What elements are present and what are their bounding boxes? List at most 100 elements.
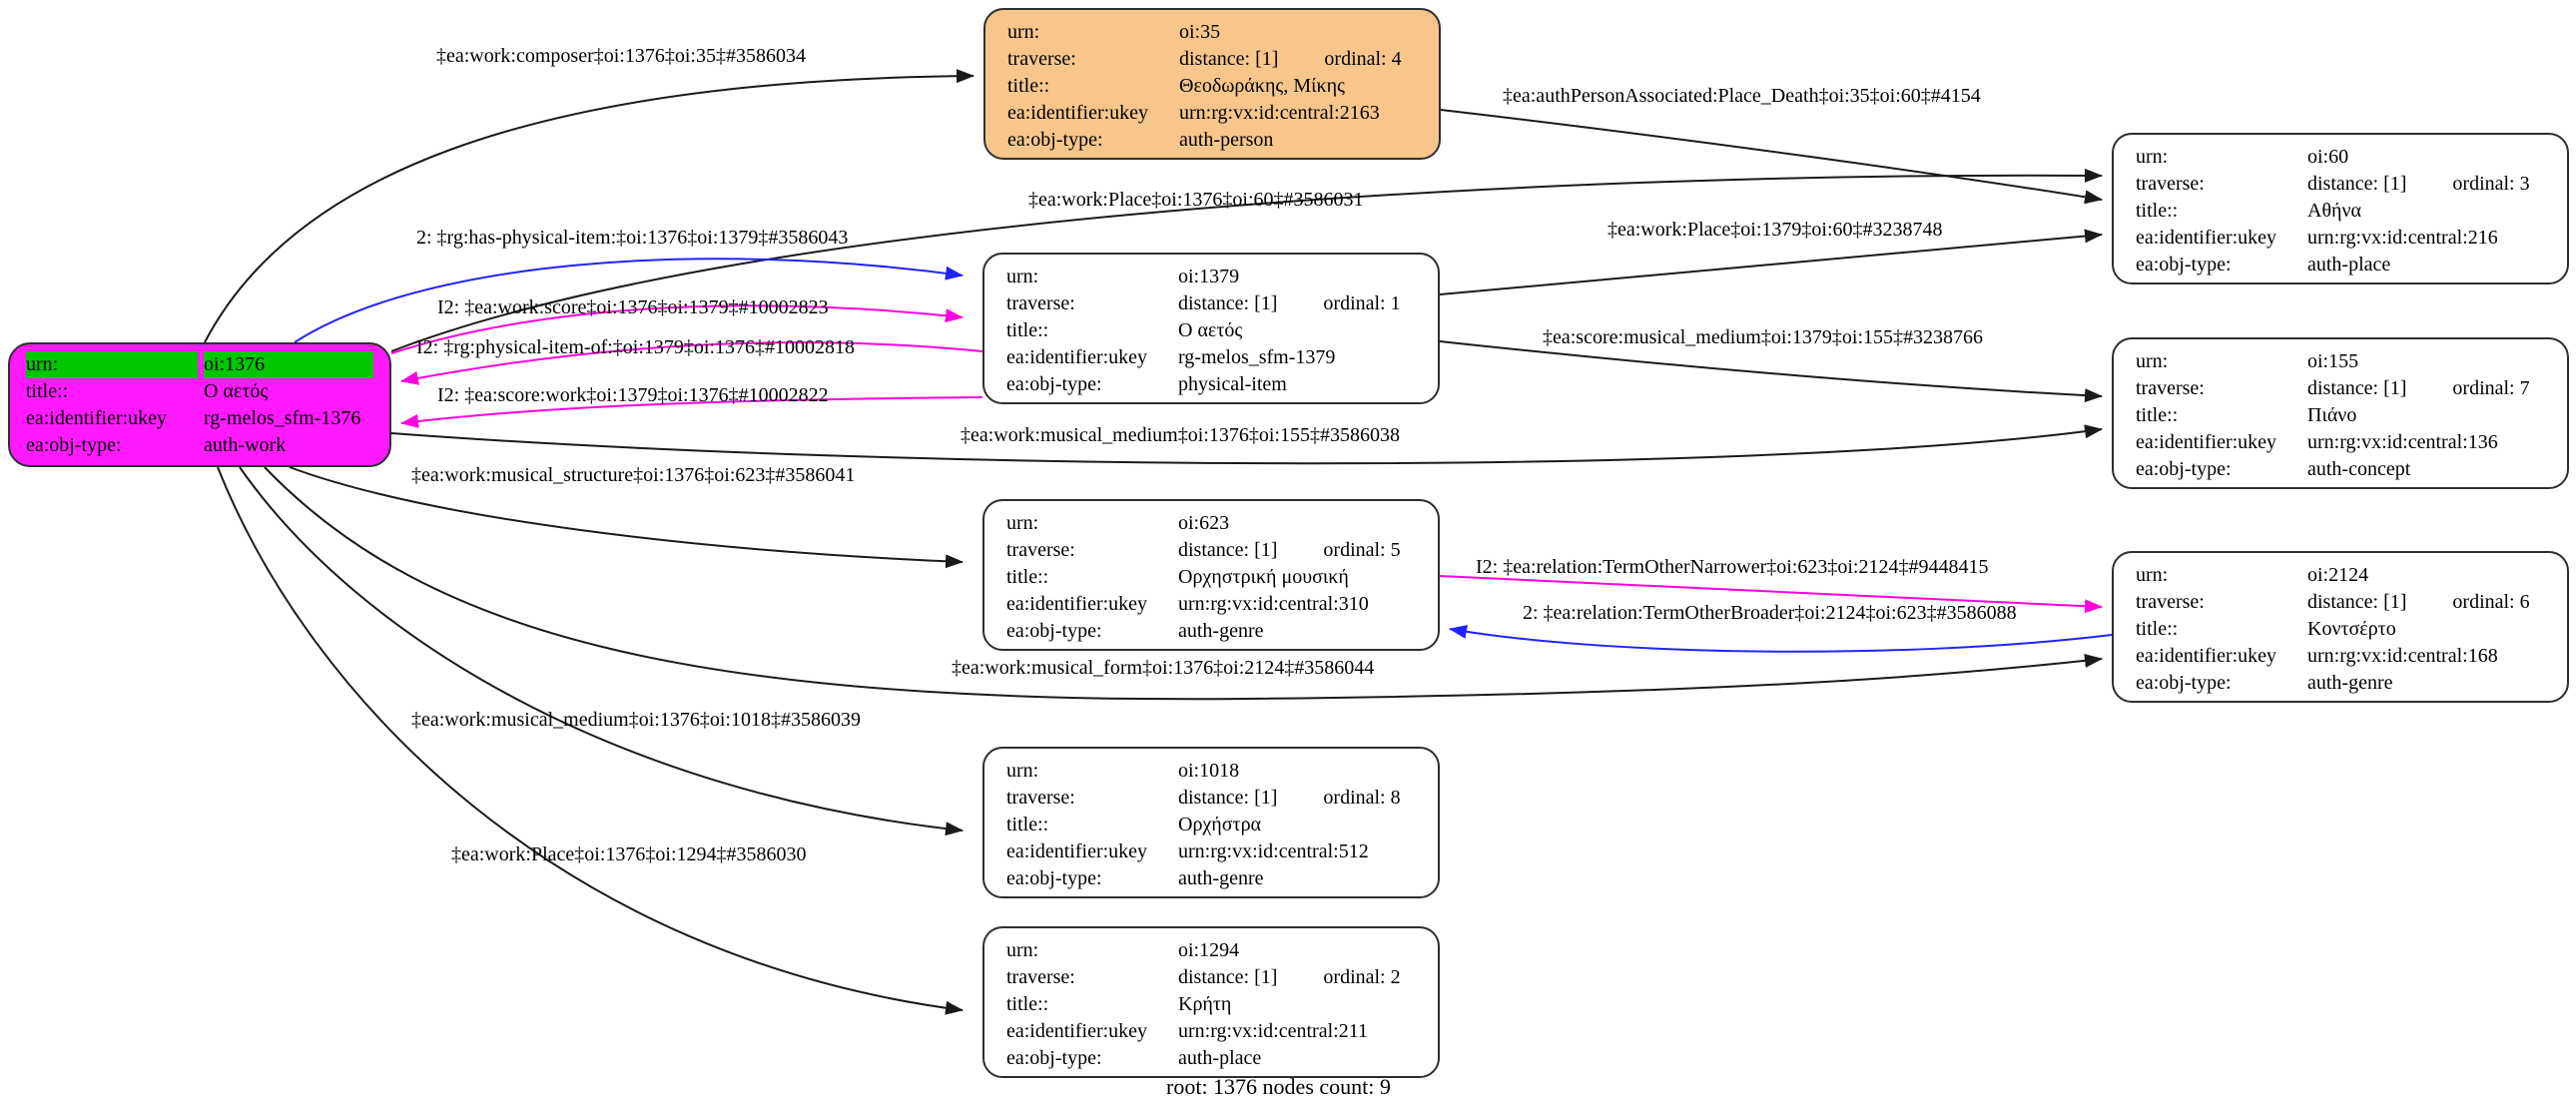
traverse-distance: distance: [1]	[1178, 539, 1278, 561]
title-key: title::	[1007, 75, 1050, 97]
node-oi1379: urn: oi:1379 traverse: distance: [1]ordi…	[982, 253, 1440, 404]
traverse-ordinal: ordinal: 7	[2452, 377, 2530, 399]
identifier-value: rg-melos_sfm-1376	[204, 407, 361, 429]
urn-value: oi:2124	[2307, 564, 2369, 586]
edge-score-work	[400, 396, 983, 428]
edge-physical-item-of	[400, 341, 983, 385]
objtype-key: ea:obj-type:	[1006, 867, 1102, 889]
title-value: Θεοδωράκης, Μίκης	[1179, 75, 1345, 97]
traverse-distance: distance: [1]	[2307, 173, 2407, 195]
title-row: title:: Αθήνα	[2114, 198, 2567, 225]
title-key: title::	[1006, 814, 1049, 835]
urn-key: urn:	[1006, 512, 1039, 534]
edge-label-work-place-1294: ‡ea:work:Place‡oi:1376‡oi:1294‡#3586030	[451, 843, 807, 865]
edge-label-work-musical-form: ‡ea:work:musical_form‡oi:1376‡oi:2124‡#3…	[952, 657, 1375, 679]
traverse-ordinal: ordinal: 5	[1323, 539, 1401, 561]
urn-key: urn:	[26, 351, 198, 378]
identifier-key: ea:identifier:ukey	[1006, 840, 1148, 862]
traverse-ordinal: ordinal: 1	[1323, 292, 1401, 314]
traverse-distance: distance: [1]	[1178, 966, 1278, 988]
urn-value: oi:155	[2307, 350, 2359, 372]
objtype-value: auth-place	[2307, 254, 2391, 276]
urn-value: oi:35	[1179, 21, 1221, 43]
title-value: Ορχηστρική μουσική	[1178, 566, 1349, 588]
objtype-value: auth-person	[1179, 129, 1274, 151]
edge-work-musical-medium-155	[390, 424, 2103, 465]
traverse-key: traverse:	[1007, 48, 1076, 70]
identifier-value: urn:rg:vx:id:central:216	[2307, 227, 2498, 249]
identifier-row: ea:identifier:ukey urn:rg:vx:id:central:…	[984, 1018, 1438, 1045]
urn-row: urn: oi:2124	[2114, 562, 2567, 589]
identifier-row: ea:identifier:ukey urn:rg:vx:id:central:…	[984, 838, 1438, 865]
objtype-key: ea:obj-type:	[26, 434, 122, 456]
objtype-row: ea:obj-type: auth-place	[984, 1045, 1438, 1072]
objtype-key: ea:obj-type:	[2136, 254, 2232, 276]
title-key: title::	[1006, 566, 1049, 588]
title-row: title:: Πιάνο	[2114, 402, 2567, 429]
node-oi2124: urn: oi:2124 traverse: distance: [1]ordi…	[2112, 551, 2569, 703]
objtype-value: auth-work	[204, 434, 287, 456]
traverse-ordinal: ordinal: 3	[2452, 173, 2530, 195]
identifier-key: ea:identifier:ukey	[2136, 431, 2277, 453]
edge-term-other-narrower	[1439, 575, 2103, 614]
identifier-row: ea:identifier:ukey urn:rg:vx:id:central:…	[985, 100, 1439, 127]
urn-row: urn: oi:623	[984, 510, 1438, 537]
traverse-row: traverse: distance: [1]ordinal: 3	[2114, 171, 2567, 198]
urn-key: urn:	[1006, 939, 1039, 961]
urn-value: oi:1376	[204, 353, 266, 375]
urn-row: urn: oi:155	[2114, 348, 2567, 375]
urn-key: urn:	[1006, 266, 1039, 287]
urn-key: urn:	[2136, 350, 2169, 372]
traverse-row: traverse: distance: [1]ordinal: 2	[984, 964, 1438, 991]
identifier-row: ea:identifier:ukey urn:rg:vx:id:central:…	[2114, 225, 2567, 252]
traverse-key: traverse:	[2136, 591, 2205, 613]
edge-work-musical-form	[264, 466, 2103, 701]
edge-label-term-other-narrower: I2: ‡ea:relation:TermOtherNarrower‡oi:62…	[1476, 556, 1989, 578]
objtype-row: ea:obj-type: auth-genre	[984, 618, 1438, 645]
edge-label-place-death: ‡ea:authPersonAssociated:Place_Death‡oi:…	[1503, 85, 1981, 107]
identifier-row: ea:identifier:ukey rg-melos_sfm-1376	[10, 405, 389, 432]
title-value: Ορχήστρα	[1178, 814, 1262, 835]
identifier-value: urn:rg:vx:id:central:136	[2307, 431, 2498, 453]
traverse-row: traverse: distance: [1]ordinal: 6	[2114, 589, 2567, 616]
title-key: title::	[2136, 200, 2179, 222]
objtype-row: ea:obj-type: auth-genre	[984, 865, 1438, 892]
urn-value: oi:1294	[1178, 939, 1240, 961]
traverse-ordinal: ordinal: 4	[1324, 48, 1402, 70]
objtype-key: ea:obj-type:	[1006, 1047, 1102, 1069]
objtype-value: auth-genre	[2307, 672, 2393, 694]
title-row: title:: Θεοδωράκης, Μίκης	[985, 73, 1439, 100]
node-oi35: urn: oi:35 traverse: distance: [1]ordina…	[983, 8, 1441, 160]
objtype-value: auth-concept	[2307, 458, 2411, 480]
edge-label-physical-item-of: I2: ‡rg:physical-item-of:‡oi:1379‡oi:137…	[416, 336, 856, 358]
objtype-key: ea:obj-type:	[2136, 672, 2232, 694]
objtype-value: auth-genre	[1178, 867, 1264, 889]
objtype-row: ea:obj-type: auth-concept	[2114, 456, 2567, 483]
edge-work-musical-medium-1018	[239, 466, 964, 836]
edge-label-term-other-broader: 2: ‡ea:relation:TermOtherBroader‡oi:2124…	[1523, 602, 2017, 624]
urn-row: urn: oi:1376	[10, 351, 389, 378]
objtype-key: ea:obj-type:	[2136, 458, 2232, 480]
traverse-key: traverse:	[1006, 787, 1075, 809]
traverse-row: traverse: distance: [1]ordinal: 5	[984, 537, 1438, 564]
urn-row: urn: oi:35	[985, 19, 1439, 46]
title-value: Κοντσέρτο	[2307, 618, 2396, 640]
identifier-value: rg-melos_sfm-1379	[1178, 346, 1336, 368]
title-row: title:: Κοντσέρτο	[2114, 616, 2567, 643]
objtype-value: physical-item	[1178, 373, 1287, 395]
edge-label-work-place-1379-60: ‡ea:work:Place‡oi:1379‡oi:60‡#3238748	[1608, 219, 1943, 241]
urn-key: urn:	[2136, 564, 2169, 586]
title-value: Ο αετός	[1178, 319, 1243, 341]
graph-caption: root: 1376 nodes count: 9	[1166, 1074, 1391, 1099]
title-row: title:: Ο αετός	[10, 378, 389, 405]
traverse-row: traverse: distance: [1]ordinal: 8	[984, 785, 1438, 812]
edge-label-work-composer: ‡ea:work:composer‡oi:1376‡oi:35‡#3586034	[436, 45, 806, 67]
objtype-row: ea:obj-type: physical-item	[984, 371, 1438, 398]
traverse-distance: distance: [1]	[1178, 787, 1278, 809]
objtype-value: auth-genre	[1178, 620, 1264, 642]
edge-label-score-musical-medium: ‡ea:score:musical_medium‡oi:1379‡oi:155‡…	[1543, 326, 1984, 348]
edge-label-has-physical-item: 2: ‡rg:has-physical-item:‡oi:1376‡oi:137…	[416, 227, 849, 249]
objtype-key: ea:obj-type:	[1006, 373, 1102, 395]
